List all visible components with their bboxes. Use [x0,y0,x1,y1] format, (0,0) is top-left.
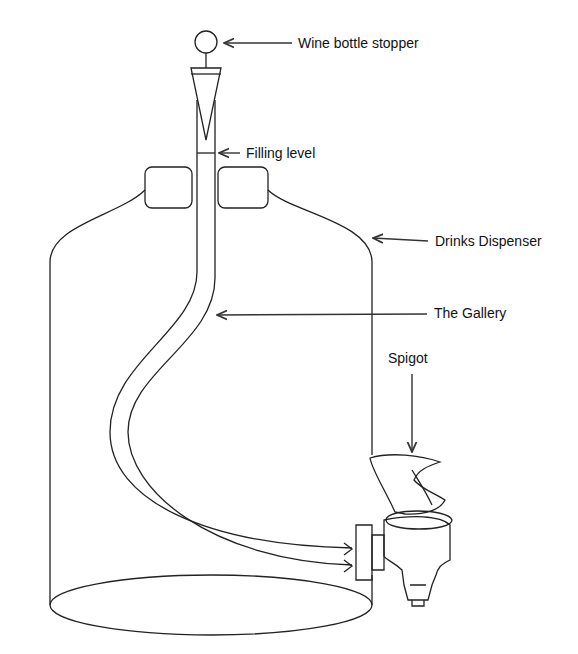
dispenser-base [50,575,372,635]
leader-arrow [217,314,427,315]
filling-mark [197,152,215,153]
part-label: Spigot [388,350,428,366]
part-label: Wine bottle stopper [298,35,419,51]
leader-arrow [219,152,240,153]
leader-arrow [411,374,412,452]
spigot-handle-detail [412,470,432,505]
collar-left [145,167,192,208]
spigot-handle [370,455,445,514]
part-label: The Gallery [434,305,506,321]
stopper-cone-rim [191,73,221,74]
stopper-ball [195,31,217,53]
collar-right [218,167,268,208]
spigot-nut [372,535,384,570]
leader-arrow [224,42,292,43]
part-label: Drinks Dispenser [435,233,542,249]
spigot-flange [356,525,372,580]
tube-fitting [344,543,352,572]
gallery-tube [128,100,352,565]
stopper-stem [205,53,206,68]
leader-arrow [373,238,428,241]
spigot-nozzle [410,585,426,606]
stopper-cone [191,68,221,140]
dispenser-body [50,190,372,605]
part-label: Filling level [246,145,315,161]
